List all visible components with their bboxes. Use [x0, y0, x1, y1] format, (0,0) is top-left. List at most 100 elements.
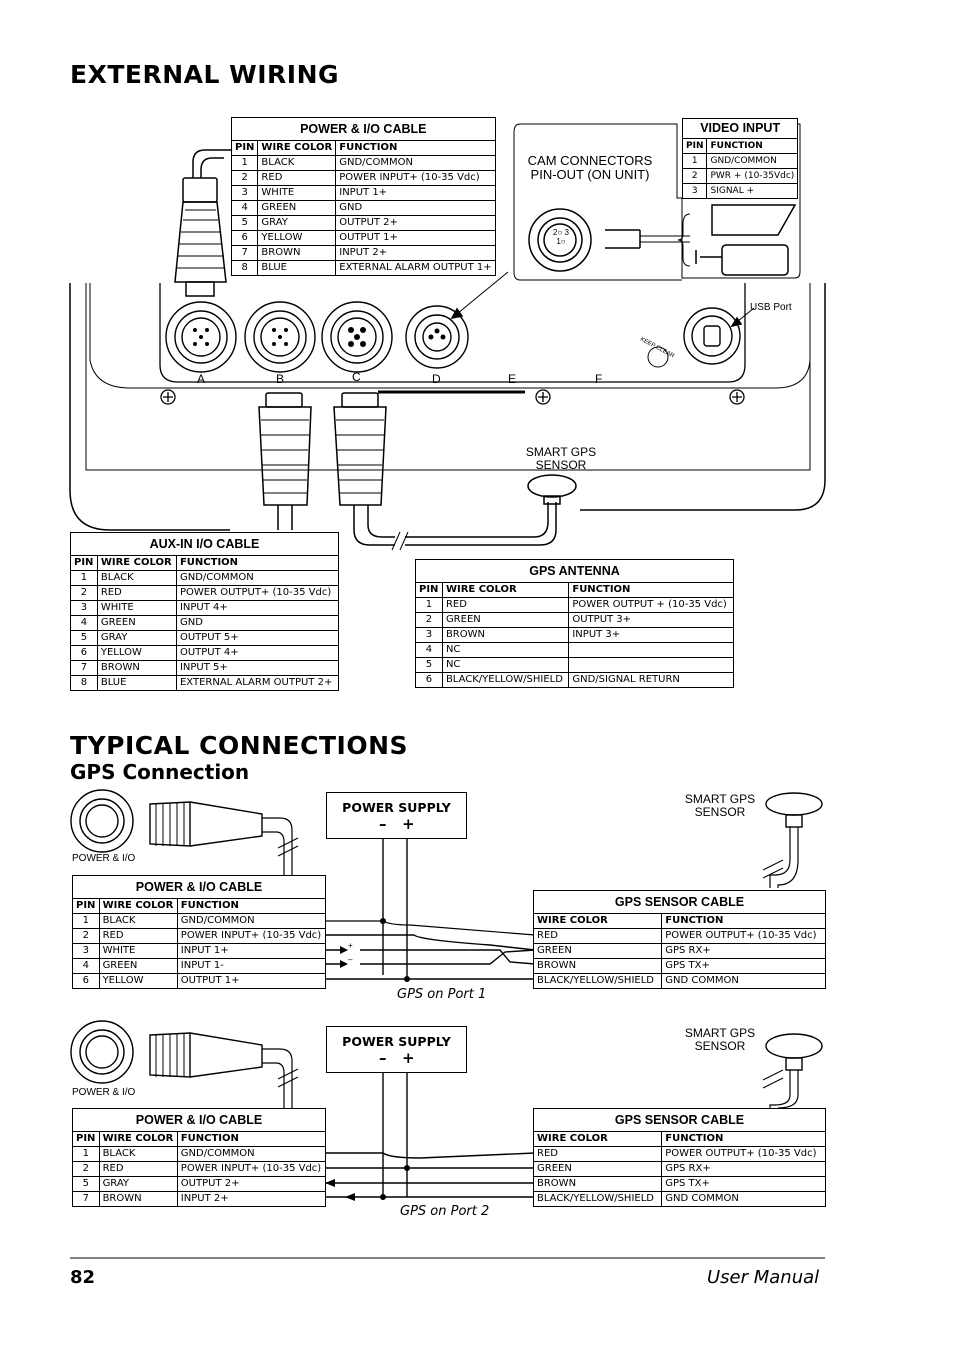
- d1-power-supply-box: POWER SUPPLY – +: [326, 792, 467, 839]
- table-cell: GND: [175, 615, 340, 631]
- header-function: FUNCTION: [661, 1131, 826, 1147]
- table-cell: GPS TX+: [661, 1176, 826, 1192]
- smart-gps-sensor-label: SMART GPS SENSOR: [522, 446, 600, 472]
- table-cell: 3: [70, 600, 98, 616]
- table-cell: GREEN: [98, 958, 178, 974]
- manual-title: User Manual: [707, 1267, 820, 1288]
- table-cell: POWER OUTPUT+ (10-35 Vdc): [661, 1146, 826, 1162]
- power-supply-plus: +: [402, 815, 415, 833]
- port-letter-b: B: [276, 372, 285, 386]
- d1-smart-gps-label: SMART GPS SENSOR: [680, 793, 760, 819]
- d1-arrow-minus: –: [348, 955, 353, 964]
- d1-port-caption: GPS on Port 1: [397, 987, 487, 1002]
- power-supply-title: POWER SUPPLY: [342, 800, 451, 815]
- table-cell: BLUE: [96, 675, 177, 691]
- table-cell: 2: [72, 928, 100, 944]
- table-cell: INPUT 1+: [335, 185, 496, 201]
- table-cell: GREEN: [532, 1161, 663, 1177]
- table-cell: GND/COMMON: [176, 913, 327, 929]
- gps-connection-heading: GPS Connection: [70, 760, 250, 784]
- table-cell: EXTERNAL ALARM OUTPUT 2+: [175, 675, 340, 691]
- table-cell: POWER OUTPUT+ (10-35 Vdc): [661, 928, 826, 944]
- table-cell: INPUT 1-: [176, 958, 327, 974]
- external-wiring-heading: EXTERNAL WIRING: [70, 60, 340, 89]
- table-cell: RED: [257, 170, 337, 186]
- smart-gps-line-2: SENSOR: [535, 458, 587, 472]
- table-cell: NC: [441, 657, 570, 673]
- header-wire-color: WIRE COLOR: [441, 582, 570, 598]
- table-cell: RED: [532, 928, 663, 944]
- table-cell: SIGNAL +: [706, 183, 799, 199]
- table-cell: INPUT 4+: [175, 600, 340, 616]
- header-pin: PIN: [230, 140, 259, 156]
- header-pin: PIN: [72, 1131, 100, 1147]
- header-pin: PIN: [70, 555, 98, 571]
- table-cell: 2: [70, 585, 98, 601]
- d2-power-supply-box: POWER SUPPLY – +: [326, 1026, 467, 1073]
- table-cell: EXTERNAL ALARM OUTPUT 1+: [335, 260, 496, 276]
- table-cell: RED: [98, 928, 178, 944]
- header-pin: PIN: [415, 582, 443, 598]
- table-cell: NC: [441, 642, 570, 658]
- table-cell: 1: [72, 913, 100, 929]
- table-title: POWER & I/O CABLE: [72, 1108, 326, 1132]
- table-cell: BLUE: [257, 260, 337, 276]
- power-supply-minus: –: [379, 1049, 387, 1067]
- table-cell: 4: [72, 958, 100, 974]
- smart-gps-line-1: SMART GPS: [525, 445, 597, 459]
- header-wire-color: WIRE COLOR: [532, 1131, 663, 1147]
- header-wire-color: WIRE COLOR: [532, 913, 663, 929]
- table-title: POWER & I/O CABLE: [231, 117, 496, 141]
- table-cell: YELLOW: [257, 230, 337, 246]
- table-cell: GREEN: [532, 943, 663, 959]
- table-cell: 8: [70, 675, 98, 691]
- table-cell: BLACK/YELLOW/SHIELD: [441, 672, 570, 688]
- table-cell: 2: [72, 1161, 100, 1177]
- table-cell: POWER INPUT+ (10-35 Vdc): [176, 1161, 327, 1177]
- table-cell: 7: [72, 1191, 100, 1207]
- table-cell: POWER OUTPUT + (10-35 Vdc): [568, 597, 734, 613]
- header-wire-color: WIRE COLOR: [98, 1131, 178, 1147]
- table-cell: 2: [415, 612, 443, 628]
- table-cell: OUTPUT 2+: [176, 1176, 327, 1192]
- table-cell: OUTPUT 2+: [335, 215, 496, 231]
- table-cell: OUTPUT 4+: [175, 645, 340, 661]
- table-cell: 8: [230, 260, 259, 276]
- table-cell: WHITE: [98, 943, 178, 959]
- table-cell: GRAY: [257, 215, 337, 231]
- table-cell: GREEN: [96, 615, 177, 631]
- table-cell: GND/COMMON: [176, 1146, 327, 1162]
- header-function: FUNCTION: [568, 582, 734, 598]
- table-cell: INPUT 3+: [568, 627, 734, 643]
- table-cell: 2: [230, 170, 259, 186]
- port-letter-c: C: [352, 370, 361, 384]
- d2-gps-sensor-cable-table: GPS SENSOR CABLE WIRE COLOR FUNCTION RED…: [532, 1108, 826, 1207]
- table-cell: BLACK: [98, 1146, 178, 1162]
- table-cell: GRAY: [96, 630, 177, 646]
- table-cell: GND/COMMON: [706, 153, 799, 169]
- table-cell: PWR + (10-35Vdc): [706, 168, 799, 184]
- header-wire-color: WIRE COLOR: [98, 898, 178, 914]
- d1-power-io-cable-table: POWER & I/O CABLE PIN WIRE COLOR FUNCTIO…: [72, 875, 327, 989]
- table-cell: POWER INPUT+ (10-35 Vdc): [176, 928, 327, 944]
- header-pin: PIN: [72, 898, 100, 914]
- port-letter-f: F: [595, 372, 603, 386]
- table-cell: 3: [230, 185, 259, 201]
- table-cell: BROWN: [257, 245, 337, 261]
- table-cell: BLACK: [96, 570, 177, 586]
- table-cell: 7: [230, 245, 259, 261]
- table-cell: INPUT 1+: [176, 943, 327, 959]
